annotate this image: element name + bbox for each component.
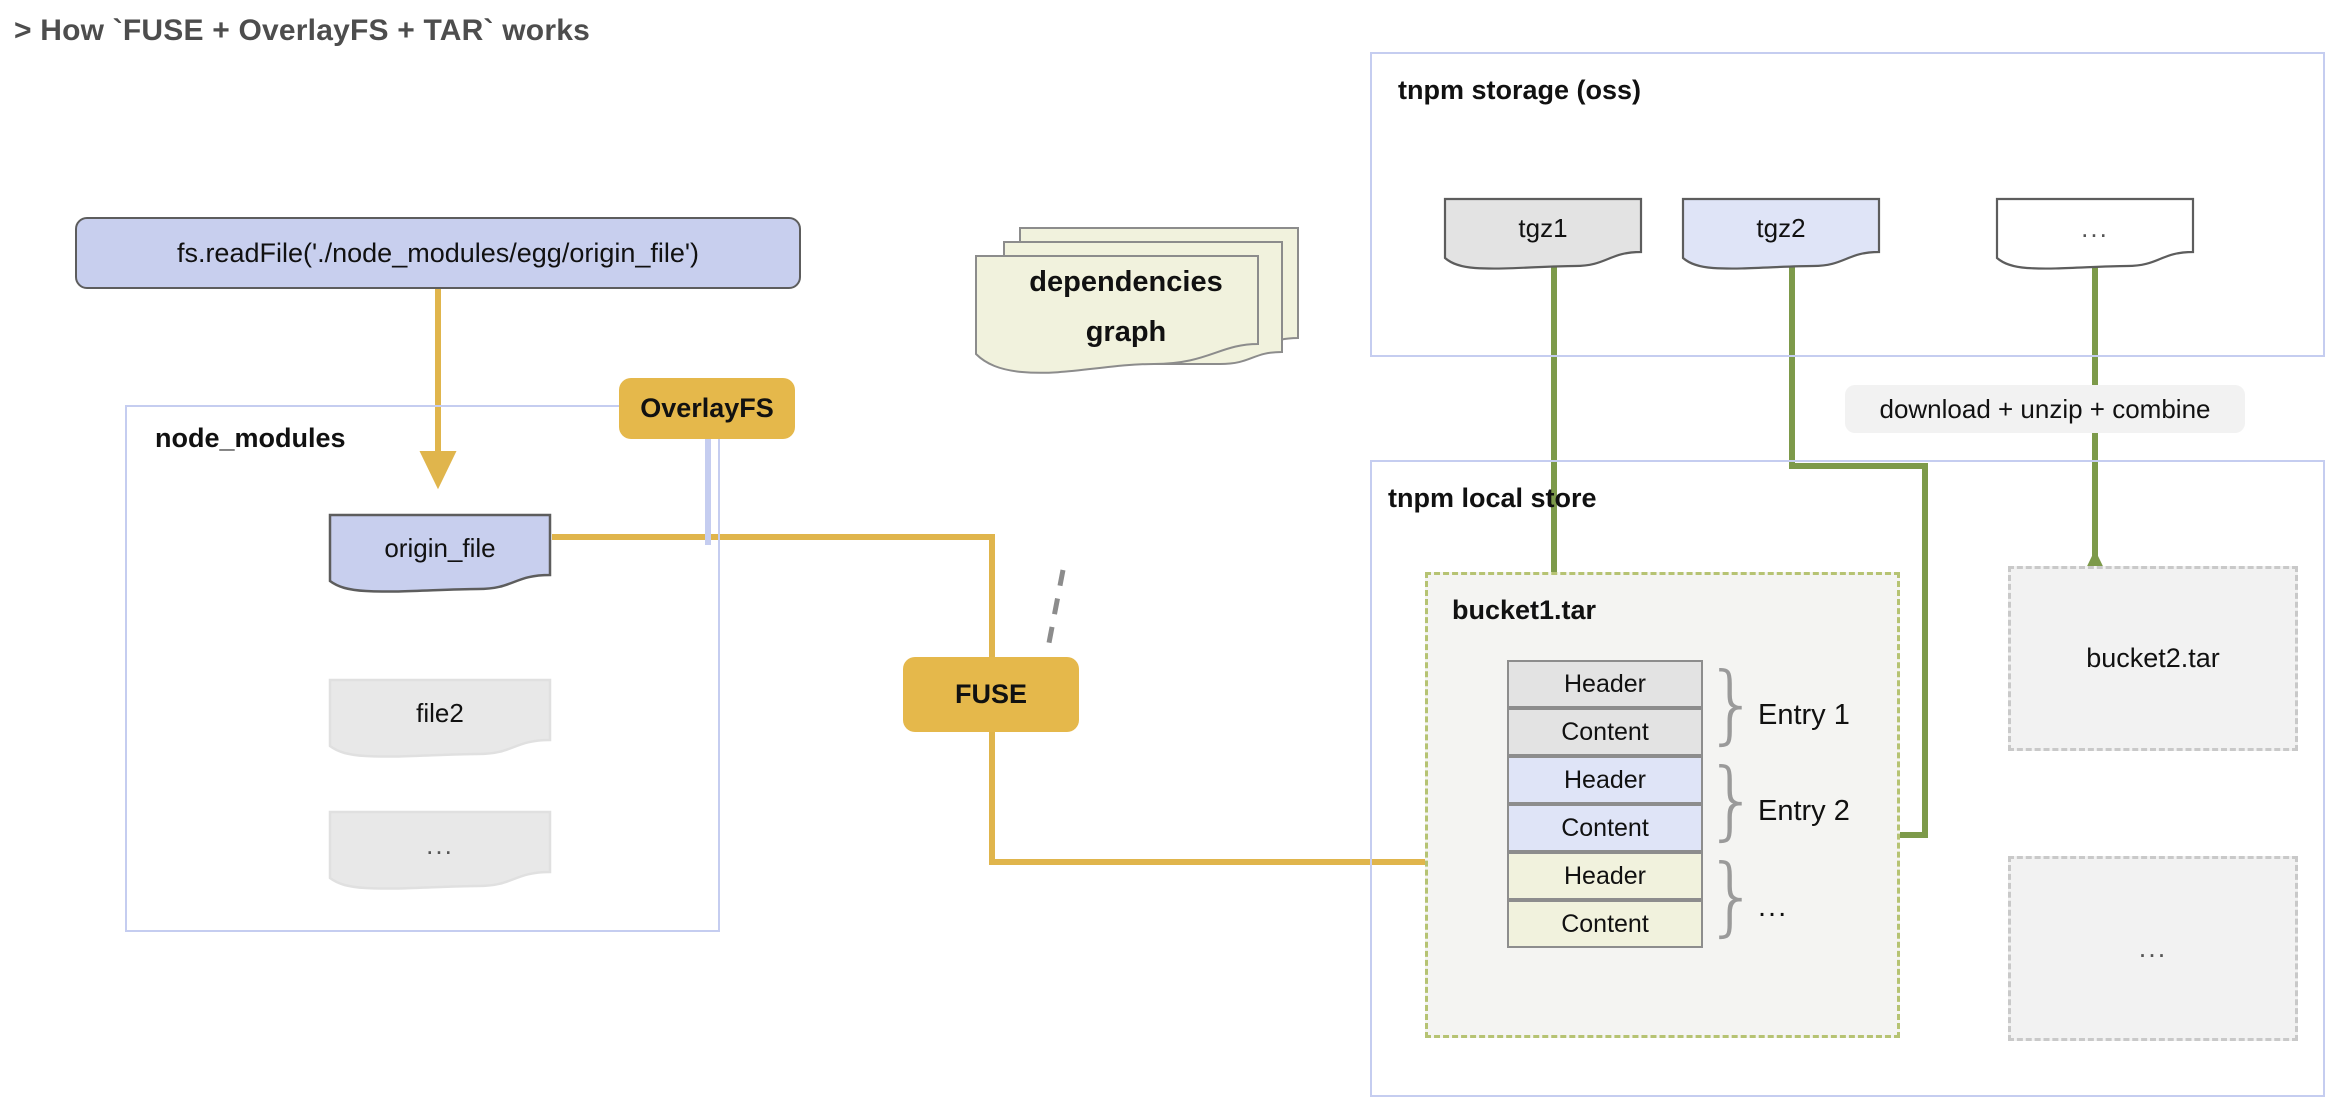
entry-3-label: ... <box>1758 890 1789 923</box>
file2-label: file2 <box>416 698 464 728</box>
node-modules-group <box>125 405 720 932</box>
brace-entry-3: } <box>1704 845 1760 946</box>
entry-1-label: Entry 1 <box>1758 698 1850 731</box>
readfile-call-node[interactable]: fs.readFile('./node_modules/egg/origin_f… <box>75 217 801 289</box>
tgz2-doc[interactable]: tgz2 <box>1681 196 1881 270</box>
overlayfs-node[interactable]: OverlayFS <box>619 378 795 439</box>
tgz2-label: tgz2 <box>1756 213 1806 243</box>
entry-2-label: Entry 2 <box>1758 794 1850 827</box>
origin-file-doc[interactable]: origin_file <box>328 511 552 593</box>
other-buckets-more-box[interactable]: ... <box>2008 856 2298 1041</box>
brace-entry-1: } <box>1704 653 1760 754</box>
dependencies-graph-line1: dependencies <box>1029 266 1223 298</box>
origin-file-doc-shape <box>328 513 552 593</box>
node-modules-group-label: node_modules <box>155 423 346 453</box>
page-title: > How `FUSE + OverlayFS + TAR` works <box>14 14 590 47</box>
tar-row-content-2[interactable]: Content <box>1507 804 1703 852</box>
tar-row-content-1[interactable]: Content <box>1507 708 1703 756</box>
download-unzip-combine-label: download + unzip + combine <box>1845 385 2245 433</box>
tnpm-local-store-group-label: tnpm local store <box>1388 483 1597 513</box>
wire-dependencies-graph-to-fuse <box>1045 569 1066 649</box>
file2-doc-shape <box>328 678 552 758</box>
tgz-more-doc-shape <box>1995 197 2195 270</box>
tnpm-local-store-group <box>1370 460 2325 1097</box>
brace-entry-2: } <box>1704 749 1760 850</box>
fuse-node[interactable]: FUSE <box>903 657 1079 732</box>
bucket2-tar-box[interactable]: bucket2.tar <box>2008 566 2298 751</box>
tnpm-storage-group <box>1370 52 2325 357</box>
tgz1-doc-shape <box>1443 197 1643 270</box>
tgz1-doc[interactable]: tgz1 <box>1443 196 1643 270</box>
tgz-more-doc[interactable]: ... <box>1995 196 2195 270</box>
tar-row-header-3[interactable]: Header <box>1507 852 1703 900</box>
dependencies-graph-shape <box>975 227 1299 374</box>
tar-row-header-1[interactable]: Header <box>1507 660 1703 708</box>
bucket1-tar-label: bucket1.tar <box>1452 595 1597 625</box>
dependencies-graph-node[interactable]: dependencies graph <box>968 218 1308 388</box>
node-modules-more-doc-shape <box>328 810 552 890</box>
tgz2-doc-shape <box>1681 197 1881 270</box>
node-modules-more-doc[interactable]: ... <box>328 808 552 890</box>
origin-file-label: origin_file <box>384 533 496 563</box>
dependencies-graph-line2: graph <box>1085 316 1167 348</box>
tar-row-content-3[interactable]: Content <box>1507 900 1703 948</box>
node-modules-more-label: ... <box>426 830 454 860</box>
tgz1-label: tgz1 <box>1518 213 1568 243</box>
file2-doc[interactable]: file2 <box>328 676 552 758</box>
tnpm-storage-group-label: tnpm storage (oss) <box>1398 75 1642 105</box>
tar-row-header-2[interactable]: Header <box>1507 756 1703 804</box>
tgz-more-label: ... <box>2081 213 2109 243</box>
